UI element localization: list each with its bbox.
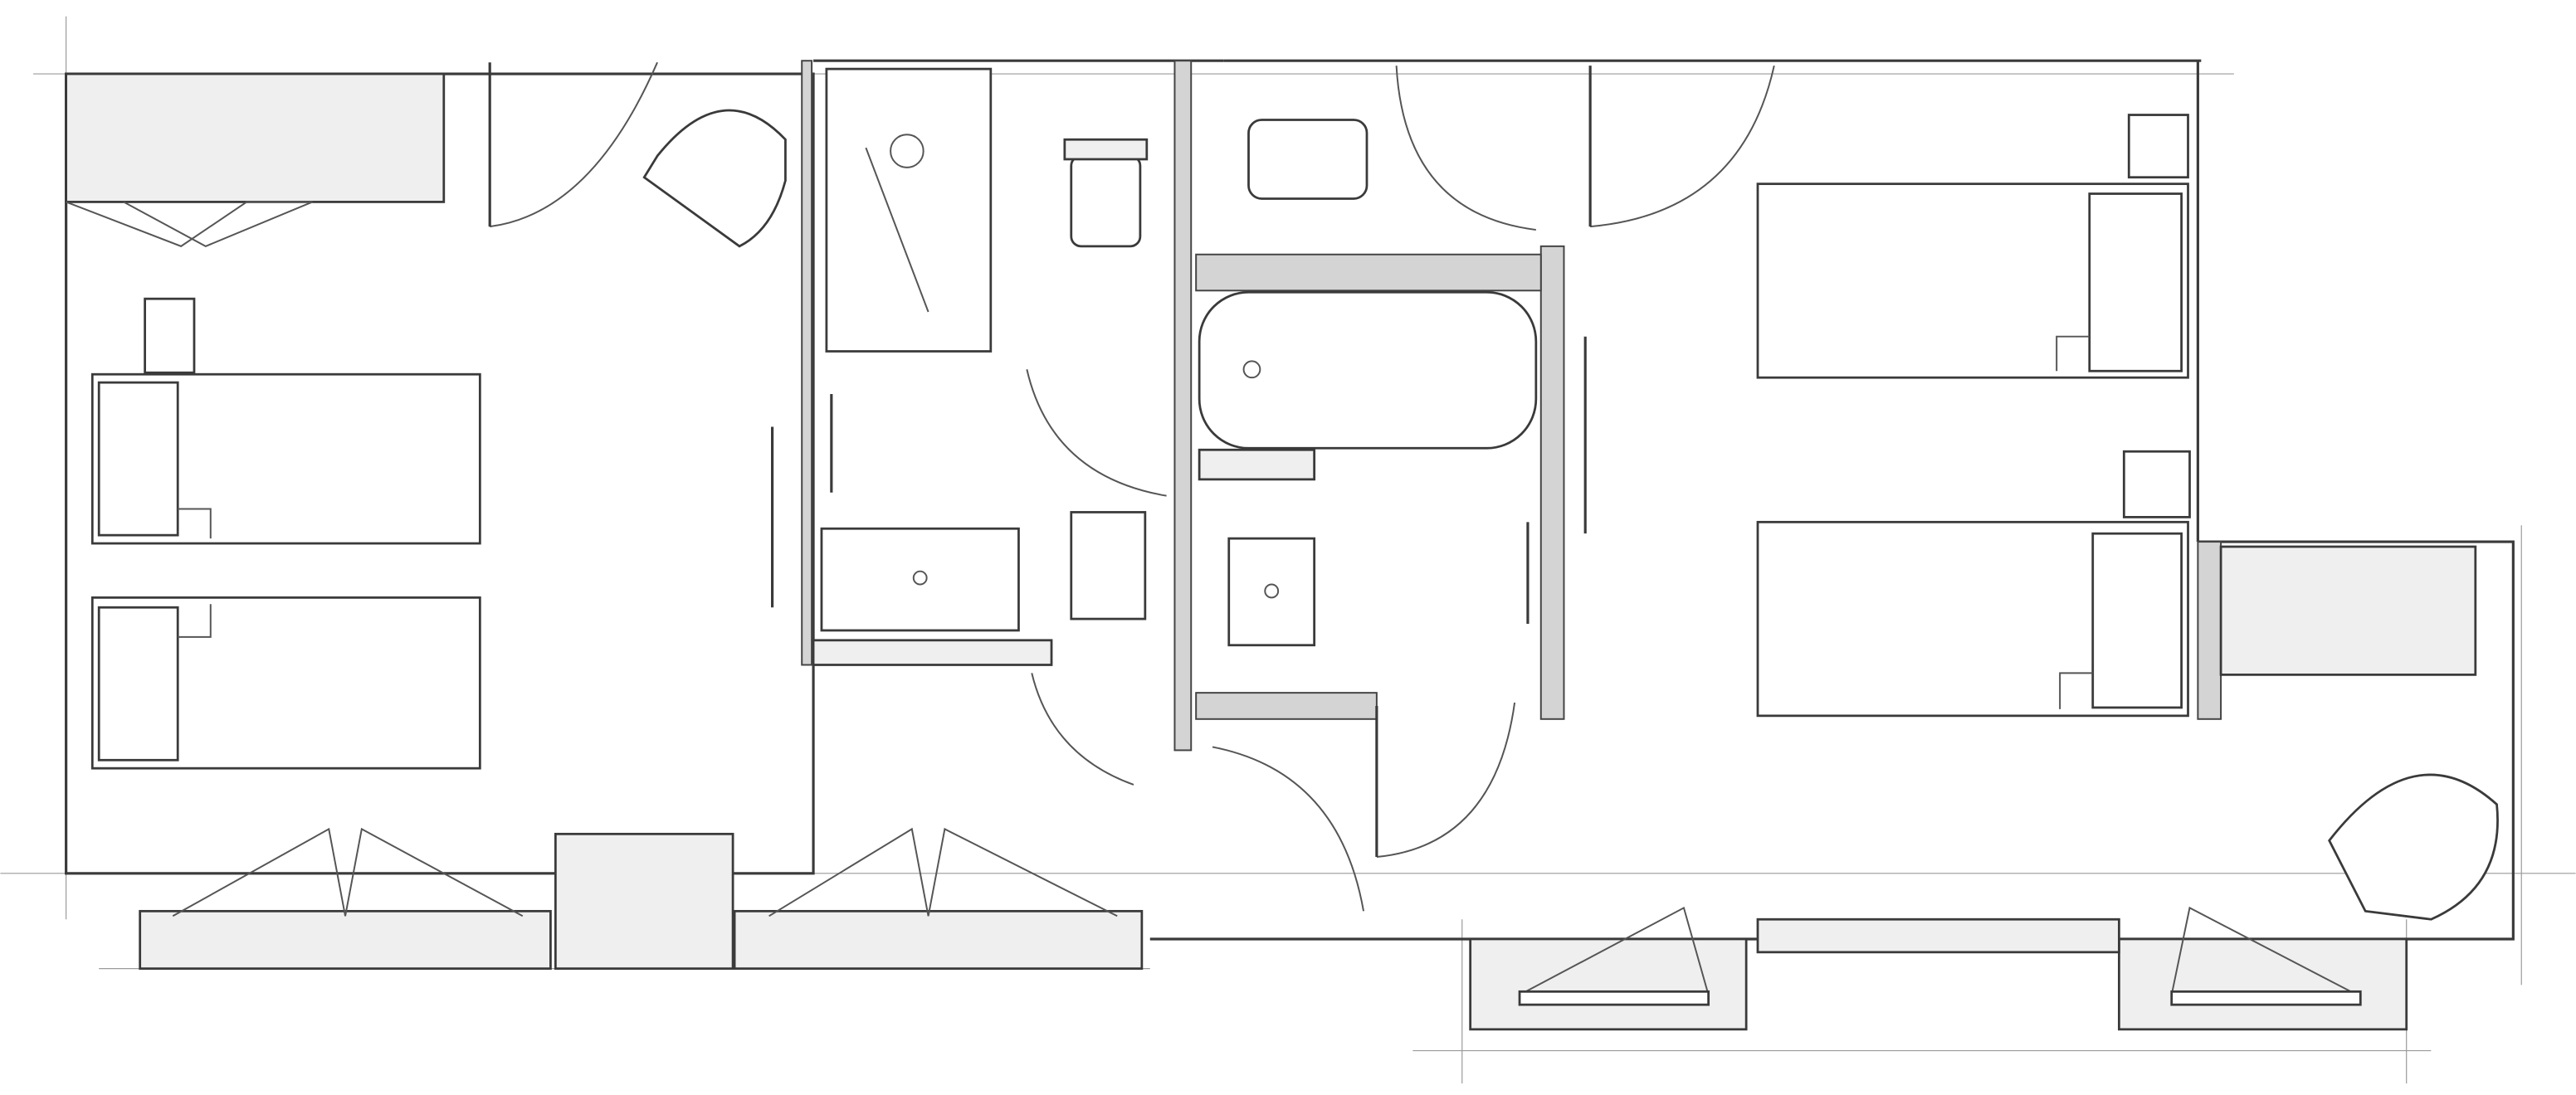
tub-faucet-icon — [1242, 360, 1261, 379]
nightstand-right — [2122, 450, 2191, 518]
armchair-right — [2328, 773, 2499, 921]
vanity-sink — [820, 527, 1020, 632]
bed-1-pillow — [97, 381, 179, 537]
entry-door-swing-lower — [1212, 746, 1365, 912]
wardrobe — [65, 72, 446, 203]
window-1 — [139, 909, 552, 971]
toilet — [1070, 154, 1142, 248]
bathroom-door-swing — [1026, 369, 1167, 497]
faucet-icon — [912, 570, 928, 586]
shower-drain-icon — [890, 134, 925, 168]
armchair — [642, 109, 787, 248]
radiator-right — [1756, 917, 2120, 954]
window-4 — [2117, 937, 2408, 1031]
bathtub — [1198, 290, 1538, 450]
double-door-left-swing — [1395, 66, 1536, 231]
shower-tray — [825, 67, 993, 353]
lower-door-swing — [1031, 673, 1134, 786]
balcony-area — [2219, 545, 2477, 676]
window-2 — [733, 909, 1144, 971]
sink-cabinet — [2127, 114, 2189, 179]
window-3 — [1469, 937, 1748, 1031]
washbasin — [1227, 537, 1316, 647]
wall-cabinet — [1247, 119, 1368, 200]
double-door-right-swing — [1590, 65, 1775, 228]
right-bedroom — [1756, 114, 2499, 921]
bed-3-pillow — [2088, 192, 2183, 372]
bath-door-swing-lower — [1376, 702, 1516, 859]
center-bathroom — [1198, 290, 1587, 647]
left-bathroom — [820, 67, 1167, 786]
left-bedroom — [65, 61, 787, 770]
corridor — [1212, 65, 1775, 912]
left-windows — [139, 827, 1144, 971]
nightstand — [144, 297, 196, 374]
towel-stand — [1070, 511, 1147, 620]
wardrobe-door-swings — [66, 201, 313, 247]
right-windows — [1469, 906, 2408, 1031]
bed-4-pillow — [2091, 532, 2183, 709]
bed-2-pillow — [97, 606, 179, 762]
radiator — [554, 832, 734, 971]
entry-door-swing — [490, 61, 658, 228]
